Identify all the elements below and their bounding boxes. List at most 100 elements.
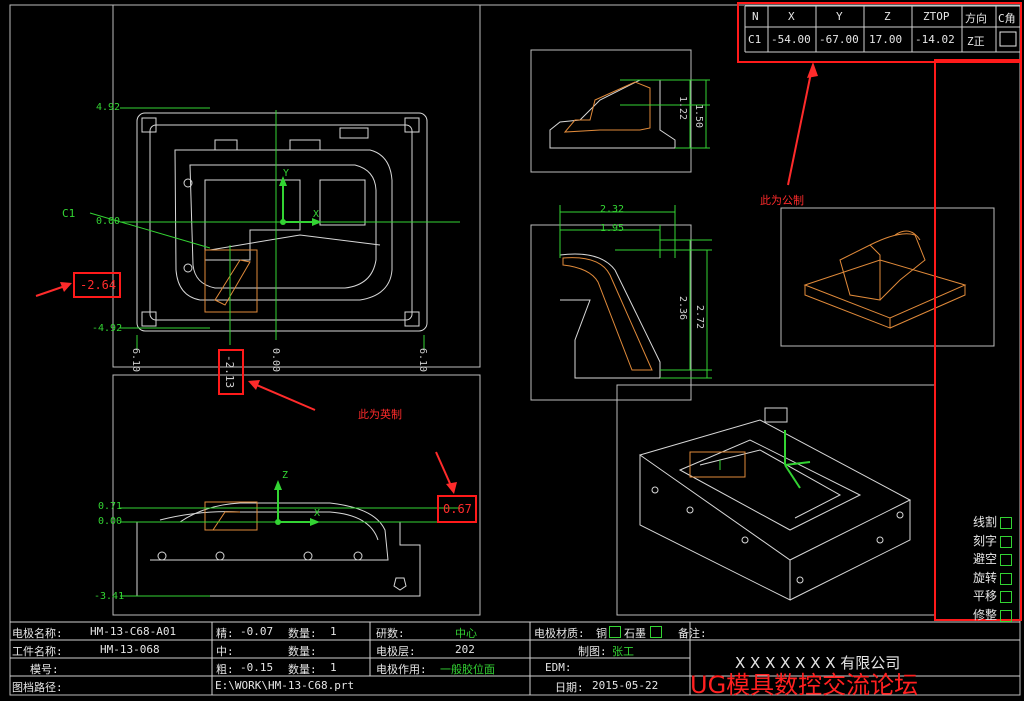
side-view-mid-frame bbox=[530, 224, 692, 401]
dim-top-y-bottom: -4.92 bbox=[92, 323, 123, 334]
td-x: -54.00 bbox=[771, 33, 811, 46]
tb-path: E:\WORK\HM-13-C68.prt bbox=[215, 679, 355, 692]
td-ztop: -14.02 bbox=[915, 33, 955, 46]
option-trim[interactable]: 修整 bbox=[973, 606, 1012, 623]
callout-neg-264-text: -2.64 bbox=[80, 278, 117, 292]
top-view-frame bbox=[112, 4, 481, 368]
tb-copper: 铜 bbox=[596, 627, 607, 640]
params-table-grid bbox=[744, 5, 1020, 53]
tb-fine-label: 精: bbox=[216, 627, 234, 640]
th-x: X bbox=[788, 10, 795, 23]
tb-layer-val: 202 bbox=[455, 643, 475, 656]
dim-front-000: 0.00 bbox=[98, 516, 123, 527]
th-direction: 方向 bbox=[965, 12, 987, 25]
checkbox-icon[interactable] bbox=[1000, 590, 1012, 603]
iso-electrode-part bbox=[803, 230, 967, 329]
highlight-table-box bbox=[737, 2, 1022, 63]
dim-side-mid-195: 1.95 bbox=[600, 223, 625, 234]
option-clearance[interactable]: 避空 bbox=[973, 550, 1012, 567]
option-rotate[interactable]: 旋转 bbox=[973, 569, 1012, 586]
titleblock-grid bbox=[10, 621, 1020, 695]
tb-electrode-name-label: 电极名称: bbox=[12, 627, 63, 640]
dim-front-bottom: -3.41 bbox=[94, 591, 125, 602]
tb-fine-val: -0.07 bbox=[240, 625, 274, 638]
tb-mid-label: 中: bbox=[216, 645, 234, 658]
tb-machine-label: 研数: bbox=[376, 627, 405, 640]
option-translate[interactable]: 平移 bbox=[973, 587, 1012, 604]
tb-company: X X X X X X X 有限公司 bbox=[735, 654, 901, 672]
dim-side-mid-272: 2.72 bbox=[694, 305, 705, 330]
dim-side-mid-232: 2.32 bbox=[600, 204, 625, 215]
checkbox-icon[interactable] bbox=[1000, 572, 1012, 585]
option-wire-cut[interactable]: 线割 bbox=[973, 513, 1012, 530]
tb-remark-label: 备注: bbox=[678, 627, 707, 640]
td-y: -67.00 bbox=[819, 33, 859, 46]
side-top-part bbox=[549, 79, 710, 149]
axis-label-z-front: Z bbox=[282, 470, 289, 481]
callout-neg-264: -2.64 bbox=[73, 272, 121, 298]
td-z: 17.00 bbox=[869, 33, 903, 46]
td-direction: Z正 bbox=[967, 35, 985, 48]
callout-067-text: 0.67 bbox=[443, 502, 472, 516]
dim-top-x-right: 6.10 bbox=[417, 348, 428, 373]
checkbox-icon[interactable] bbox=[1000, 553, 1012, 566]
tb-date-label: 日期: bbox=[555, 681, 584, 694]
td-n: C1 bbox=[748, 33, 762, 46]
tb-func-label: 电极作用: bbox=[376, 663, 427, 676]
front-view-frame bbox=[112, 374, 481, 616]
dim-front-071: 0.71 bbox=[98, 501, 123, 512]
dim-top-x-mid: 0.00 bbox=[270, 348, 281, 373]
tb-drawer-label: 制图: bbox=[578, 645, 607, 658]
side-view-top-frame bbox=[530, 49, 692, 173]
tb-electrode-name: HM-13-C68-A01 bbox=[90, 625, 177, 638]
dim-top-y-zero: 0.00 bbox=[96, 216, 121, 227]
tb-edm-label: EDM: bbox=[545, 661, 572, 674]
checkbox-icon[interactable] bbox=[1000, 535, 1012, 548]
th-z: Z bbox=[884, 10, 891, 23]
tb-func-val: 一般胶位面 bbox=[440, 663, 495, 676]
checkbox-icon[interactable] bbox=[1000, 516, 1012, 529]
iso-electrode-frame bbox=[780, 207, 995, 347]
tb-material-label: 电极材质: bbox=[534, 627, 585, 640]
callout-neg-213-text: -2.13 bbox=[223, 355, 236, 389]
axis-label-x-front: X bbox=[314, 508, 321, 519]
copper-checkbox-icon[interactable] bbox=[609, 626, 621, 638]
callout-neg-213: -2.13 bbox=[218, 349, 244, 395]
forum-watermark: UG模具数控交流论坛 bbox=[690, 671, 919, 699]
iso-assembly-part bbox=[638, 407, 912, 601]
option-engrave[interactable]: 刻字 bbox=[973, 532, 1012, 549]
callout-067: 0.67 bbox=[437, 495, 477, 523]
note-metric: 此为公制 bbox=[760, 194, 804, 207]
dim-side-top-150: 1.50 bbox=[693, 104, 704, 129]
front-electrode-outline bbox=[204, 501, 258, 531]
highlight-options-box bbox=[934, 59, 1022, 621]
tb-drawer-val: 张工 bbox=[612, 645, 634, 658]
axis-label-y-top: Y bbox=[283, 168, 290, 179]
note-imperial: 此为英制 bbox=[358, 408, 402, 421]
checkbox-icon[interactable] bbox=[1000, 609, 1012, 622]
tb-qty3: 1 bbox=[330, 661, 337, 674]
c-corner-icon bbox=[999, 31, 1017, 47]
tb-qty1-label: 数量: bbox=[288, 627, 317, 640]
tb-rough-label: 粗: bbox=[216, 663, 234, 676]
axis-label-x-top: X bbox=[313, 209, 320, 220]
graphite-checkbox-icon[interactable] bbox=[650, 626, 662, 638]
tb-rough-val: -0.15 bbox=[240, 661, 274, 674]
tb-date-val: 2015-05-22 bbox=[592, 679, 659, 692]
th-y: Y bbox=[836, 10, 843, 23]
tb-layer-label: 电极层: bbox=[376, 645, 416, 658]
tb-qty1: 1 bbox=[330, 625, 337, 638]
dim-top-x-left: 6.10 bbox=[130, 348, 141, 373]
th-n: N bbox=[752, 10, 759, 23]
tb-workpiece-name: HM-13-068 bbox=[100, 643, 160, 656]
side-mid-part bbox=[559, 205, 712, 379]
front-view-part bbox=[136, 502, 421, 597]
tb-qty2-label: 数量: bbox=[288, 645, 317, 658]
tb-machine-val: 中心 bbox=[455, 627, 477, 640]
label-c1: C1 bbox=[62, 207, 76, 220]
dim-side-mid-236: 2.36 bbox=[677, 296, 688, 321]
dim-top-y-top: 4.92 bbox=[96, 102, 121, 113]
th-c-angle: C角 bbox=[998, 12, 1016, 25]
tb-workpiece-label: 工件名称: bbox=[12, 645, 63, 658]
